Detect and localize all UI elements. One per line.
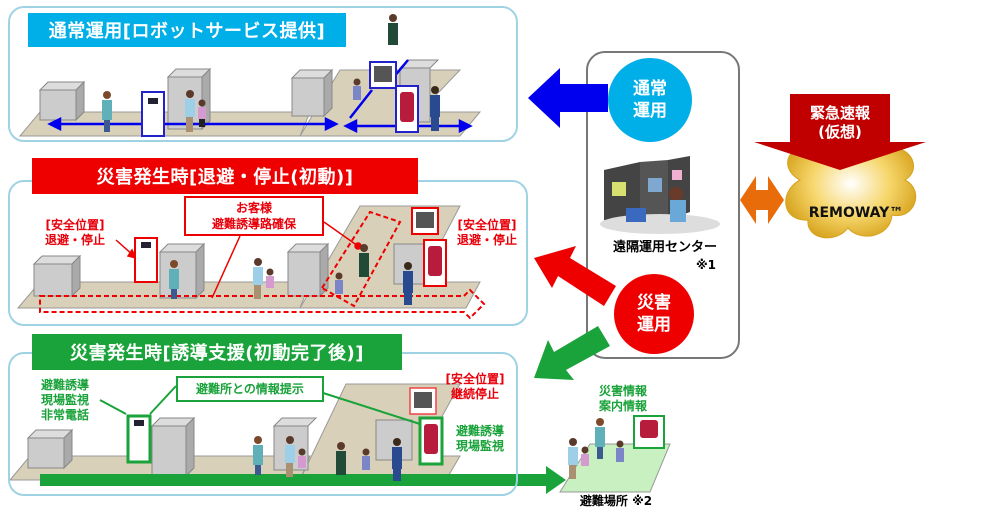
remoway-label: REMOWAY™: [808, 205, 904, 221]
person-icon: [253, 436, 402, 481]
shelter-info-callout: 避難所との情報提示: [176, 376, 324, 402]
remote-center-note: ※1: [695, 258, 716, 272]
panel-normal: [8, 6, 518, 142]
arrow-icon: [534, 326, 610, 380]
arrow-icon: [740, 176, 784, 224]
remote-center-name: 遠隔運用センター: [612, 240, 717, 255]
robot-icon: [141, 91, 165, 137]
arrow-icon: [754, 94, 926, 170]
flow-arrow: [40, 474, 546, 486]
right-robot-functions-label: 避難誘導 現場監視: [455, 424, 504, 453]
safe-position-continue-label: [安全位置] 継続停止: [445, 372, 505, 401]
arrow-icon: [534, 246, 616, 306]
disaster-operation-circle: 災害 運用: [614, 274, 694, 354]
panel3-floor: [8, 383, 566, 494]
robot-icon: [126, 414, 152, 464]
left-robot-functions-label: 避難誘導 現場監視 非常電話: [40, 378, 89, 422]
safe-position-left-label: [安全位置] 退避・停止: [44, 218, 105, 247]
evacuation-route: [39, 210, 486, 320]
person-icon: [568, 418, 624, 479]
panel-title-disaster-initial: 災害発生時[退避・停止(初動)]: [32, 158, 418, 194]
emergency-alert-label: 緊急速報 (仮想): [809, 104, 870, 141]
panel-title-disaster-guidance: 災害発生時[誘導支援(初動完了後)]: [32, 334, 402, 370]
robot-icon: [134, 237, 158, 283]
person-icon: [169, 244, 413, 305]
panel1-floor: [18, 14, 482, 137]
shelter-name-label: 避難場所 ※2: [579, 494, 653, 508]
panel-title-normal: 通常運用[ロボットサービス提供]: [28, 13, 346, 47]
evacuation-route-callout: お客様 避難誘導路確保: [184, 196, 324, 236]
person-icon: [102, 14, 440, 132]
shelter-area: [559, 415, 671, 493]
panel2-floor: [16, 205, 486, 320]
arrow-icon: [528, 68, 608, 128]
operator-icon: [600, 156, 720, 234]
safe-position-right-label: [安全位置] 退避・停止: [456, 218, 517, 247]
shelter-info-label: 災害情報 案内情報: [598, 384, 647, 413]
normal-operation-circle: 通常 運用: [608, 58, 692, 142]
